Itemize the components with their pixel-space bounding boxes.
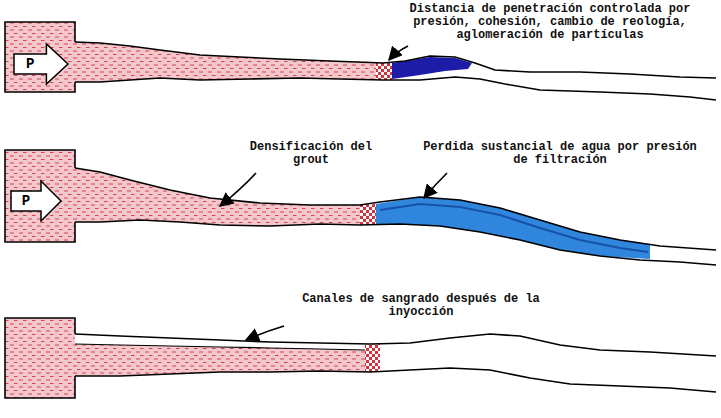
bleed-channel: [75, 344, 365, 350]
fracture-wall: [75, 334, 716, 356]
leader-line: [389, 46, 408, 60]
water-streak: [380, 204, 648, 252]
grout-front: [360, 204, 376, 225]
fracture-wall: [75, 42, 716, 78]
callout-text: Canales de sangrado después de la inyocc…: [266, 292, 576, 320]
fracture-wall: [75, 220, 716, 265]
filtered-water: [376, 197, 650, 259]
pressure-label: P: [26, 56, 34, 72]
callout-text: Densificación del grout: [236, 140, 386, 168]
leader-line: [246, 326, 284, 340]
arrow-outline: [11, 181, 61, 221]
grout-front: [365, 344, 380, 372]
panel-bleeding: [5, 318, 716, 398]
fracture-wall: [75, 368, 716, 392]
grout-fill: [5, 22, 376, 92]
arrow-outline: [14, 44, 68, 84]
pressure-arrow: P: [14, 44, 68, 84]
fracture-wall: [75, 168, 716, 250]
injection-chamber: [5, 318, 75, 398]
callout-text: Distancia de penetración controlada por …: [396, 2, 704, 43]
grout-front: [376, 62, 392, 80]
pressure-arrow: P: [11, 181, 61, 221]
grout-fill: [5, 318, 365, 398]
fracture-wall: [75, 77, 716, 100]
arrow-shape: [14, 44, 68, 84]
pressure-label: P: [22, 193, 30, 209]
leader-line: [220, 173, 256, 206]
leader-line: [424, 173, 447, 198]
injection-chamber: [5, 150, 75, 242]
injection-chamber: [5, 22, 75, 92]
callout-text: Perdida sustancial de agua por presión d…: [418, 140, 702, 168]
arrow-shape: [11, 181, 61, 221]
